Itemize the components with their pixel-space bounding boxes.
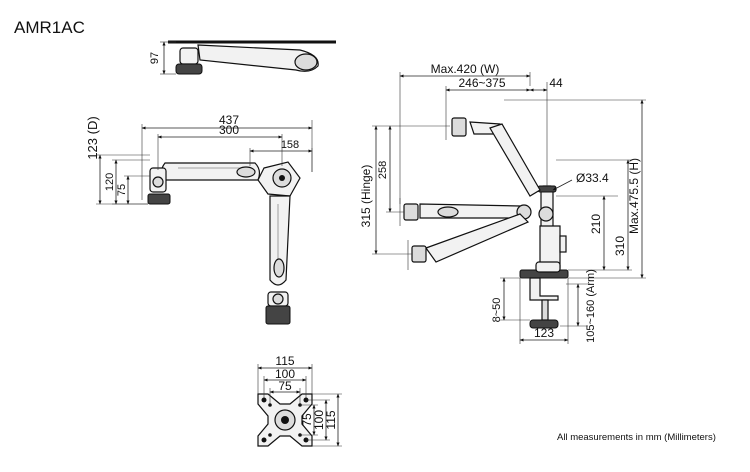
dim-44-label: 44 [549,76,563,90]
dim-75-label: 75 [116,184,128,196]
max-height-label: Max.475.5 (H) [627,158,641,234]
vesa-75-label: 75 [278,379,292,393]
dim-300-label: 300 [219,123,239,137]
measurement-note: All measurements in mm (Millimeters) [557,432,716,443]
vesa-115-label: 115 [275,354,294,368]
dim-258-label: 258 [377,161,389,179]
clamp-range-label: 8~50 [491,298,503,323]
pole-diameter-label: Ø33.4 [576,171,609,185]
side-view: Max.420 (W) 246~375 44 315 (Hinge) 258 Ø… [359,62,646,344]
max-width-label: Max.420 (W) [431,62,500,76]
base-width-label: 123 [534,326,554,340]
depth-label: 123 (D) [85,116,100,159]
range-label: 246~375 [458,76,505,90]
dim-158-label: 158 [281,139,299,151]
top-view-height-label: 97 [149,52,161,64]
hinge-label: 315 (Hinge) [359,165,373,228]
vesa-view: 115 100 75 115 100 75 [257,354,342,447]
model-title: AMR1AC [14,18,85,37]
dim-210-label: 210 [589,214,603,234]
vesa-100-label: 100 [275,367,295,381]
arm-range-label: 105~160 (Arm) [585,269,597,343]
dim-437-label: 437 [219,113,239,127]
dim-310-label: 310 [613,236,627,256]
top-view: 97 [149,40,336,75]
dim-120-label: 120 [104,173,116,191]
vesa-75-vertical-label: 75 [300,413,314,427]
plan-view: 437 300 158 123 (D) 120 75 [85,113,313,325]
